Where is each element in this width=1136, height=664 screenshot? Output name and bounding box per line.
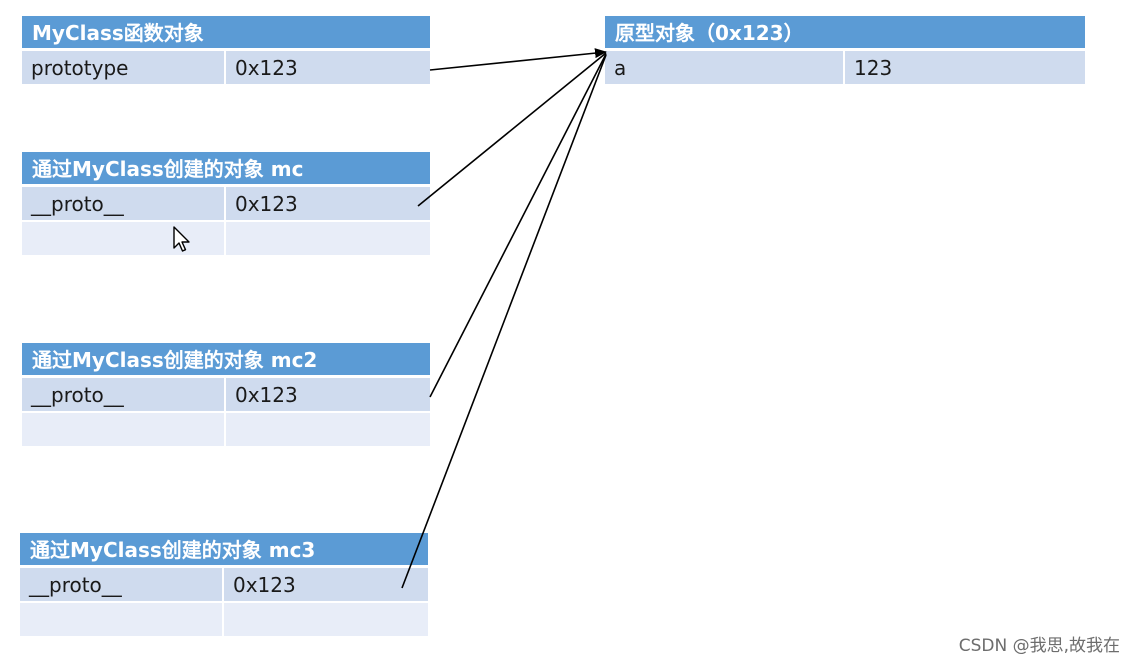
empty-value-cell (226, 222, 430, 255)
proto-key-cell: __proto__ (22, 378, 226, 411)
arrow-mc2-proto-to-proto-object (429, 53, 607, 398)
empty-value-cell (226, 413, 430, 446)
mc-object-table: 通过MyClass创建的对象 mc __proto__ 0x123 (22, 152, 430, 257)
mc-object-header: 通过MyClass创建的对象 mc (22, 152, 430, 187)
mouse-pointer-icon (173, 226, 190, 252)
empty-key-cell (22, 222, 226, 255)
arrow-mc-proto-to-proto-object (417, 52, 607, 207)
table-row: __proto__ 0x123 (20, 568, 428, 603)
table-row: __proto__ 0x123 (22, 187, 430, 222)
arrow-prototype-to-proto-object (429, 48, 607, 71)
proto-value-cell: 0x123 (226, 378, 430, 411)
property-a-key-cell: a (605, 51, 845, 84)
csdn-watermark: CSDN @我思,故我在 (958, 636, 1120, 656)
mc2-object-table: 通过MyClass创建的对象 mc2 __proto__ 0x123 (22, 343, 430, 448)
arrow-mc3-proto-to-proto-object (401, 54, 607, 589)
proto-key-cell: __proto__ (20, 568, 224, 601)
myclass-function-table: MyClass函数对象 prototype 0x123 (22, 16, 430, 86)
myclass-function-header: MyClass函数对象 (22, 16, 430, 51)
prototype-key-cell: prototype (22, 51, 226, 84)
prototype-object-table: 原型对象（0x123） a 123 (605, 16, 1085, 86)
table-row: a 123 (605, 51, 1085, 86)
table-row (22, 222, 430, 257)
proto-key-cell: __proto__ (22, 187, 226, 220)
table-row: __proto__ 0x123 (22, 378, 430, 413)
empty-value-cell (224, 603, 428, 636)
mc2-object-header: 通过MyClass创建的对象 mc2 (22, 343, 430, 378)
mc3-object-table: 通过MyClass创建的对象 mc3 __proto__ 0x123 (20, 533, 428, 638)
empty-key-cell (20, 603, 224, 636)
table-row (22, 413, 430, 448)
empty-key-cell (22, 413, 226, 446)
mc3-object-header: 通过MyClass创建的对象 mc3 (20, 533, 428, 568)
proto-value-cell: 0x123 (226, 187, 430, 220)
table-row (20, 603, 428, 638)
table-row: prototype 0x123 (22, 51, 430, 86)
prototype-object-header: 原型对象（0x123） (605, 16, 1085, 51)
proto-value-cell: 0x123 (224, 568, 428, 601)
prototype-value-cell: 0x123 (226, 51, 430, 84)
property-a-value-cell: 123 (845, 51, 1085, 84)
